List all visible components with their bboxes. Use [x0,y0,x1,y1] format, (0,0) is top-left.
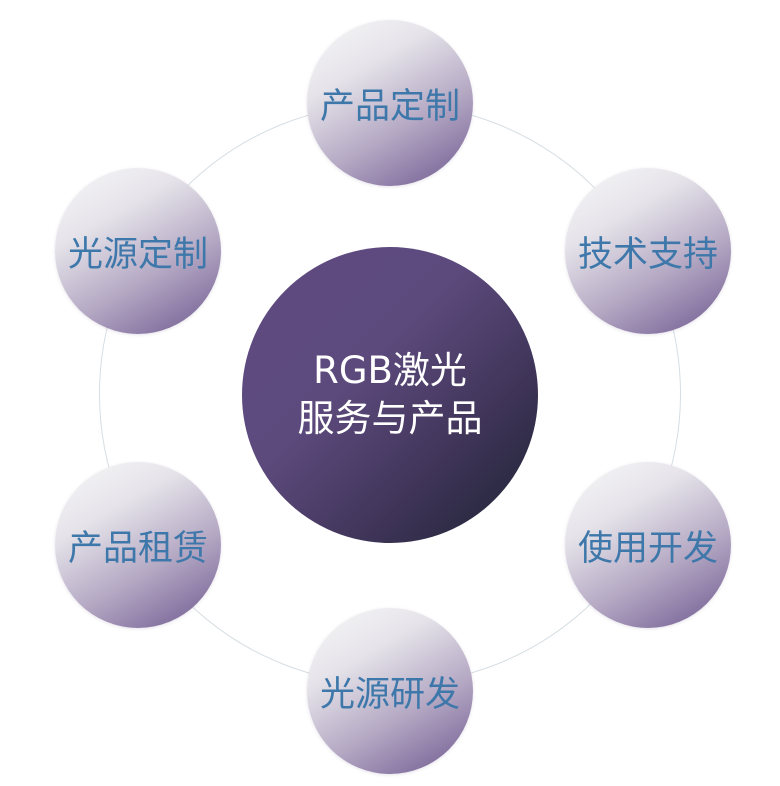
node-label: 光源定制 [67,234,208,275]
node-light-source-customization: 光源定制 [55,168,221,334]
node-light-source-rnd: 光源研发 [307,608,473,774]
node-label: 使用开发 [577,528,718,569]
center-title-line1: RGB激光 [313,349,467,392]
node-label: 产品定制 [319,86,460,127]
node-label: 产品租赁 [67,528,208,569]
node-label: 光源研发 [319,674,460,715]
node-product-customization: 产品定制 [307,20,473,186]
node-product-rental: 产品租赁 [55,462,221,628]
node-technical-support: 技术支持 [565,168,731,334]
center-circle: RGB激光 服务与产品 [242,247,538,543]
center-title-line2: 服务与产品 [297,397,483,440]
node-label: 技术支持 [577,234,718,275]
node-usage-development: 使用开发 [565,462,731,628]
